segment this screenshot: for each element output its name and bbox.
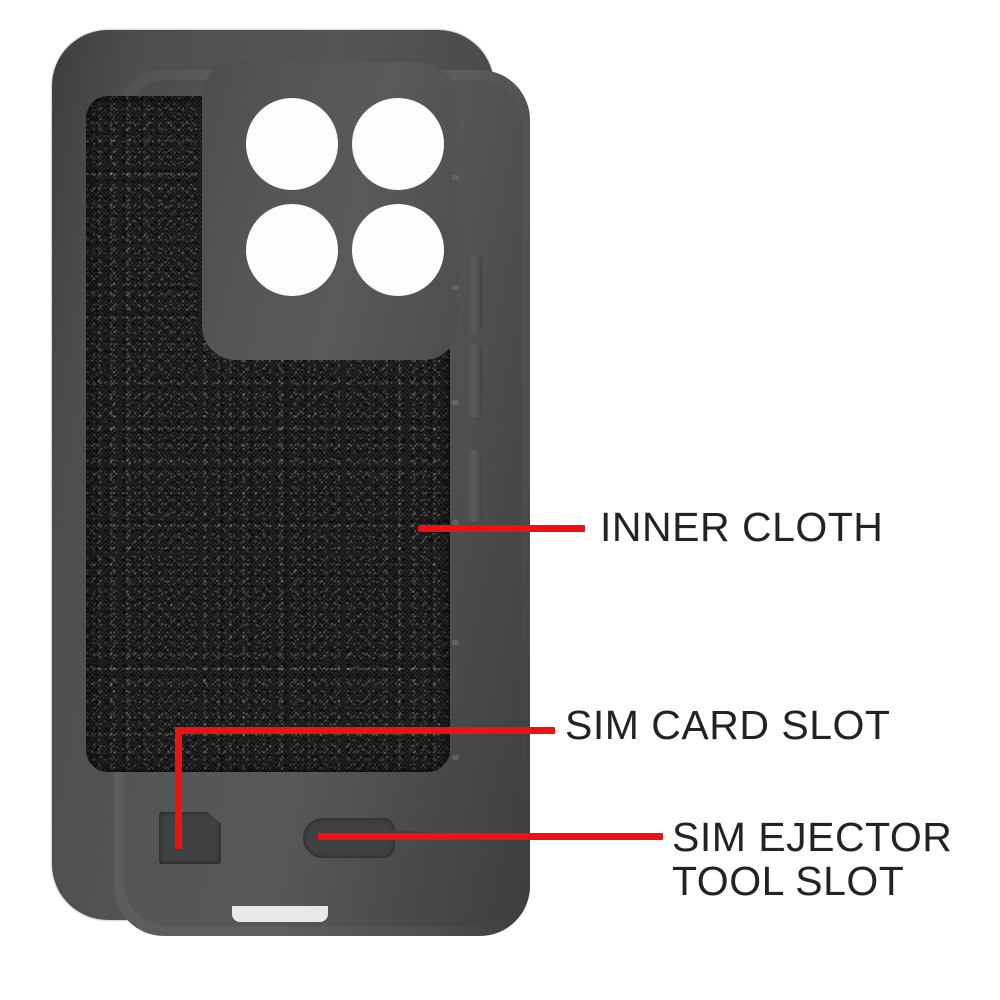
rim-tick bbox=[452, 640, 459, 645]
power-button-cutout bbox=[468, 450, 482, 522]
camera-lens-cutout-top-left bbox=[246, 98, 338, 190]
leader-line-sim-card-vertical bbox=[175, 727, 182, 849]
volume-down-button-cutout bbox=[468, 345, 482, 417]
camera-lens-cutout-bottom-right bbox=[352, 204, 444, 296]
rim-tick bbox=[452, 520, 459, 525]
callout-label-sim-ejector-tool-slot: SIM EJECTOR TOOL SLOT bbox=[672, 814, 953, 905]
leader-line-inner-cloth bbox=[418, 525, 585, 532]
camera-lens-cutout-bottom-left bbox=[246, 204, 338, 296]
sim-card-slot-shape bbox=[159, 812, 221, 864]
rim-tick bbox=[452, 285, 459, 290]
leader-line-sim-card-horizontal bbox=[175, 727, 555, 734]
rim-tick bbox=[452, 755, 459, 760]
volume-up-button-cutout bbox=[468, 255, 482, 333]
leader-line-sim-ejector bbox=[318, 833, 663, 840]
bottom-port-notch bbox=[232, 906, 328, 922]
rim-tick bbox=[452, 400, 459, 405]
callout-label-sim-card-slot: SIM CARD SLOT bbox=[565, 702, 891, 748]
callout-label-inner-cloth: INNER CLOTH bbox=[600, 504, 884, 550]
camera-lens-cutout-top-right bbox=[352, 98, 444, 190]
rim-tick bbox=[452, 175, 459, 180]
camera-module-cutout bbox=[202, 62, 458, 360]
